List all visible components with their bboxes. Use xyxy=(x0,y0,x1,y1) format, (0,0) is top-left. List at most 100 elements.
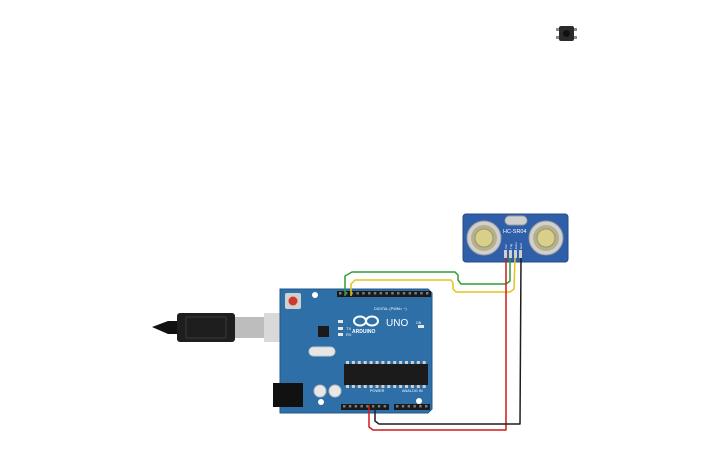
chip-pin xyxy=(399,385,403,388)
crystal-oscillator xyxy=(308,346,336,357)
power-jack xyxy=(273,383,303,407)
led-tx xyxy=(338,327,343,330)
wire-vcc[interactable] xyxy=(368,258,507,431)
header-pin xyxy=(426,292,429,295)
sensor-pin-gnd[interactable] xyxy=(519,250,522,258)
analog-header[interactable] xyxy=(394,404,430,410)
chip-pin xyxy=(375,361,379,364)
chip-pin xyxy=(405,361,408,364)
mounting-hole xyxy=(416,398,422,404)
header-pin xyxy=(407,405,411,408)
chip-pins xyxy=(346,361,426,364)
header-pin xyxy=(425,405,428,408)
header-pin xyxy=(401,405,405,408)
atmega-chip xyxy=(344,364,428,385)
led-label-tx: TX xyxy=(346,326,351,331)
header-pin xyxy=(420,292,423,295)
chip-pin xyxy=(416,361,420,364)
usb-plug-body xyxy=(177,313,235,342)
usb-plug-metal xyxy=(235,317,264,338)
wire-gnd[interactable] xyxy=(374,257,522,425)
header-pin xyxy=(344,292,348,295)
pushbutton-icon[interactable] xyxy=(556,26,577,41)
analog-header-label: ANALOG IN xyxy=(402,389,423,393)
sensor-pin-label-echo: Echo xyxy=(514,242,518,249)
header-pin xyxy=(354,405,358,408)
header-pin xyxy=(372,405,375,408)
chip-pins xyxy=(346,385,426,388)
usb-cable[interactable] xyxy=(152,313,294,342)
digital-header[interactable] xyxy=(337,291,431,297)
usb-cable-strain-relief xyxy=(152,321,183,334)
sensor-pin-label-gnd: Gnd xyxy=(519,243,523,249)
chip-pin xyxy=(416,385,420,388)
led-l xyxy=(338,320,343,323)
header-pin xyxy=(350,292,354,295)
header-pin xyxy=(377,405,381,408)
header-pins xyxy=(339,292,429,295)
wire-echo[interactable] xyxy=(350,257,516,296)
chip-pin xyxy=(393,385,397,388)
power-header-label: POWER xyxy=(370,389,385,393)
led-on xyxy=(418,325,424,328)
hc-sr04-sensor[interactable]: HC-SR04 Vcc Trig Echo Gnd xyxy=(462,213,569,263)
header-pin xyxy=(402,292,406,295)
header-pin xyxy=(339,292,342,295)
chip-pin xyxy=(346,361,349,364)
chip-pin xyxy=(381,361,385,364)
header-pin xyxy=(368,292,371,295)
capacitor xyxy=(328,384,342,398)
header-pin xyxy=(362,292,365,295)
chip-pin xyxy=(351,361,355,364)
header-pin xyxy=(391,292,394,295)
chip-pin xyxy=(375,385,379,388)
header-pin xyxy=(414,292,417,295)
chip-pin xyxy=(363,361,367,364)
digital-header-label: DIGITAL (PWM= ~) xyxy=(374,307,407,311)
led-label-rx: RX xyxy=(346,332,352,337)
header-pin xyxy=(385,292,388,295)
chip-pin xyxy=(369,385,373,388)
wires[interactable] xyxy=(344,257,522,431)
header-pin xyxy=(383,405,387,408)
chip-pin xyxy=(422,361,426,364)
chip-pin xyxy=(410,361,414,364)
sensor-pin-echo[interactable] xyxy=(514,250,517,258)
board-model-label: UNO xyxy=(386,318,408,329)
header-pin xyxy=(396,405,399,408)
chip-pin xyxy=(351,385,355,388)
chip-pin xyxy=(387,361,391,364)
sensor-pin-label-vcc: Vcc xyxy=(504,243,508,249)
chip-pin xyxy=(357,385,361,388)
chip-pin xyxy=(381,385,385,388)
header-pin xyxy=(373,292,377,295)
sensor-pin-label-trig: Trig xyxy=(509,244,513,249)
wire-trig[interactable] xyxy=(344,258,511,296)
chip-pin xyxy=(422,385,426,388)
arduino-uno-board[interactable]: TX RX ARDUINO UNO ON DIGITAL (PWM= ~) PO… xyxy=(273,288,433,414)
header-pins xyxy=(343,405,428,408)
header-pin xyxy=(408,292,412,295)
usb-chip xyxy=(318,326,329,337)
chip-pin xyxy=(369,361,373,364)
sensor-model-label: HC-SR04 xyxy=(503,229,527,235)
header-pin xyxy=(397,292,400,295)
power-header[interactable] xyxy=(341,404,389,410)
header-pin xyxy=(419,405,422,408)
capacitor xyxy=(313,384,327,398)
chip-pin xyxy=(357,361,361,364)
header-pin xyxy=(379,292,383,295)
header-pin xyxy=(343,405,346,408)
sensor-crystal xyxy=(504,215,528,226)
transducer-left xyxy=(466,220,502,256)
chip-pin xyxy=(387,385,391,388)
sensor-pin-vcc[interactable] xyxy=(504,250,507,258)
chip-pin xyxy=(410,385,414,388)
header-pin xyxy=(413,405,416,408)
mounting-hole xyxy=(312,292,318,298)
transducer-right xyxy=(528,220,564,256)
chip-pin xyxy=(405,385,408,388)
chip-pin xyxy=(363,385,367,388)
sensor-pin-trig[interactable] xyxy=(509,250,512,258)
